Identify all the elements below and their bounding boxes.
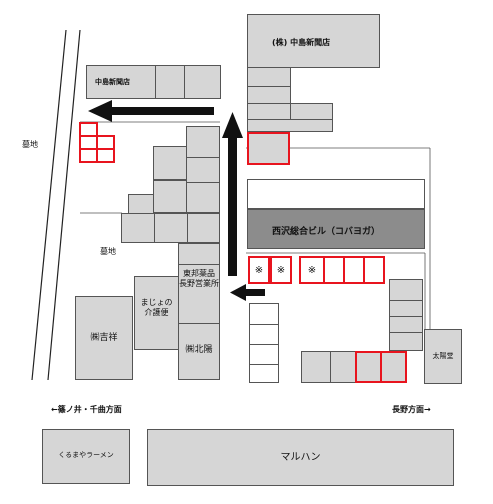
building (187, 213, 220, 243)
kabu-hokuyo-label: ㈱北陽 (185, 345, 213, 355)
nishizawa-building: 西沢総合ビル（コバヨガ） (247, 209, 425, 249)
majo-building: まじょの 介護便 (134, 276, 179, 350)
nakajima-shinbun-building: (株) 中島新聞店 (247, 14, 380, 68)
parking-space-white (249, 344, 279, 365)
parking-space-reserved: ※ (299, 256, 325, 284)
building (186, 182, 220, 213)
reserved-mark: ※ (307, 265, 317, 276)
parking-space (355, 351, 382, 383)
building-outline (247, 179, 425, 209)
kabu-kichisho-label: ㈱吉祥 (90, 333, 118, 343)
parking-space (96, 148, 115, 163)
arrow-up (222, 112, 243, 276)
direction-right-label: 長野方面→ (392, 405, 431, 414)
building (389, 316, 423, 333)
parking-space-reserved: ※ (270, 256, 292, 284)
kurumaya-building: くるまやラーメン (42, 429, 130, 484)
toho-yakuhin-label: 東邦薬品 長野営業所 (179, 269, 219, 288)
kabu-hokuyo-building: ㈱北陽 (178, 323, 220, 380)
parking-space (363, 256, 385, 284)
maruhan-building: マルハン (147, 429, 454, 486)
kurumaya-label: くるまやラーメン (58, 451, 114, 459)
building (155, 65, 185, 99)
reserved-mark: ※ (276, 265, 286, 276)
nakajima-shinbun-small-label: 中島新聞店 (95, 78, 130, 86)
parking-space-white (249, 303, 279, 325)
parking-space-white (249, 364, 279, 383)
building (389, 279, 423, 301)
cemetery-inner-label: 墓地 (100, 247, 116, 256)
building (121, 213, 155, 243)
building (290, 103, 333, 120)
building (247, 119, 333, 132)
reserved-mark: ※ (254, 265, 264, 276)
parking-space (323, 256, 345, 284)
building (186, 126, 220, 158)
parking-space (247, 132, 290, 165)
nishizawa-building-label: 西沢総合ビル（コバヨガ） (272, 227, 381, 237)
building (184, 65, 221, 99)
building (153, 180, 187, 213)
building (389, 332, 423, 351)
taiyodo-building: 太陽堂 (424, 329, 462, 384)
building (330, 351, 356, 383)
nakajima-shinbun-small-block: 中島新聞店 (86, 65, 156, 99)
toho-yakuhin-building: 東邦薬品 長野営業所 (178, 264, 220, 324)
building (154, 213, 188, 243)
kabu-kichisho-building: ㈱吉祥 (75, 296, 133, 380)
building (186, 157, 220, 183)
parking-space-white (249, 324, 279, 345)
building (247, 67, 291, 87)
building (247, 86, 291, 104)
arrow-left-small (230, 284, 265, 301)
direction-left-label: ←篠ノ井・千曲方面 (51, 405, 122, 414)
building (247, 103, 291, 120)
majo-label: まじょの 介護便 (140, 298, 173, 317)
nakajima-shinbun-label: (株) 中島新聞店 (272, 38, 331, 47)
building (301, 351, 331, 383)
cemetery-left-label: 墓地 (22, 140, 38, 149)
parking-space (343, 256, 365, 284)
building (389, 300, 423, 317)
building (178, 243, 220, 265)
maruhan-label: マルハン (280, 452, 321, 463)
parking-space (380, 351, 407, 383)
parking-space-reserved: ※ (248, 256, 270, 284)
building (153, 146, 187, 180)
arrow-left-top (88, 100, 214, 122)
building (128, 194, 154, 214)
taiyodo-label: 太陽堂 (432, 352, 454, 360)
